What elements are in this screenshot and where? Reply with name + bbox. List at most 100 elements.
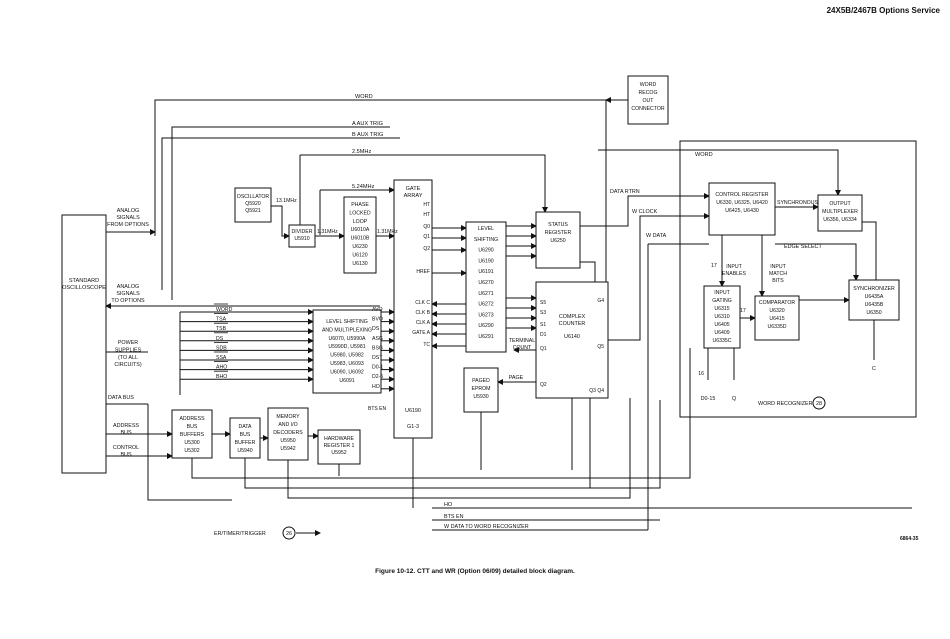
mux-output-label: AVO — [372, 307, 383, 313]
ctrl-bus-label-line: CONTROL — [113, 445, 139, 451]
word-recog-out-label-line: RECOG — [638, 90, 657, 96]
synchronizer-label-line: U6435B — [865, 302, 884, 308]
pll-label-line: U6130 — [352, 261, 367, 267]
edge-select-label: EDGE SELECT — [784, 244, 822, 250]
input-enables-label-line: ENABLES — [722, 271, 746, 277]
a-aux-trig-line — [171, 126, 390, 300]
input-gating-label-line: U6315 — [714, 306, 729, 312]
mux-output-label: D0-1 — [372, 365, 383, 371]
w-clock-label: W CLOCK — [632, 209, 658, 215]
gate-array-block — [393, 179, 433, 439]
gate-array-pin: HT — [423, 212, 430, 218]
oscillator-label-line: Q5920 — [245, 201, 261, 207]
level-mux-label-line: U6091 — [339, 378, 354, 384]
comparator-label-line: U6415 — [769, 316, 784, 322]
data-buf-label-line: U5940 — [237, 448, 252, 454]
scope-label-line: OSCILLOSCOPE — [62, 285, 106, 291]
counter-pin: S1 — [540, 322, 546, 328]
control-register-block — [708, 182, 776, 236]
a-aux-trig-label: A AUX TRIG — [352, 121, 383, 127]
analog-to-label-line: ANALOG — [117, 284, 139, 290]
word-line — [154, 99, 606, 236]
figure-code: 6864-35 — [900, 536, 919, 542]
gate-array-bottom: G1-3 — [407, 424, 419, 430]
addr-buf-label-line: BUS — [187, 424, 198, 430]
analog-from-label-line: FROM OPTIONS — [107, 222, 149, 228]
pll-label-line: U6010A — [351, 227, 370, 233]
mux-output-label: BVO — [372, 317, 383, 323]
analog-from-label-line: ANALOG — [117, 208, 139, 214]
data-bus-label: DATA BUS — [108, 395, 134, 401]
word-wr-label: WORD — [695, 152, 713, 158]
n17b: 17 — [740, 308, 746, 314]
memory-io-decoders-block — [267, 407, 309, 461]
word-top-label: WORD — [355, 94, 373, 100]
comparator-block — [754, 295, 800, 341]
analog-from-label-line: SIGNALS — [116, 215, 140, 221]
level-shifting-label-line: U6291 — [478, 334, 493, 340]
synchronous-label: SYNCHRONOUS — [777, 200, 818, 206]
mux-input-label: TSB — [216, 326, 227, 332]
page-label: PAGE — [509, 375, 524, 381]
word-recog-out-label-line: WORD — [640, 82, 657, 88]
gate-array-pin: Q2 — [423, 246, 430, 252]
addr-buf-label-line: U5300 — [184, 440, 199, 446]
q-label: Q — [732, 396, 736, 402]
gate-array-pin: CLK B — [416, 310, 431, 316]
gate-array-pin: CLK A — [416, 320, 431, 326]
mux-input-label: DS — [216, 336, 224, 342]
paged-eprom-block — [463, 367, 499, 413]
word-recognizer-ref: 28 — [816, 401, 822, 407]
oscillator-label-line: Q5921 — [245, 208, 261, 214]
synchronizer-label-line: U6435A — [865, 294, 884, 300]
input-gating-label-line: U6335C — [712, 338, 731, 344]
comparator-label-line: U6335D — [767, 324, 786, 330]
input-gating-label-line: U6310 — [714, 314, 729, 320]
gate-array-pin: HREF — [416, 269, 430, 275]
addr-bus-label-line: ADDRESS — [113, 423, 139, 429]
w-clock-line — [608, 213, 710, 341]
pll-label-line: LOCKED — [349, 210, 371, 216]
addr-buf-label-line: BUFFERS — [180, 432, 205, 438]
n17a: 17 — [711, 263, 717, 269]
level-mux-label-line: U5990D, U5981 — [328, 344, 365, 350]
word-recognizer-outline — [679, 140, 917, 418]
level-shifting-label-line: U6290 — [478, 248, 493, 254]
status-register-label-line: REGISTER — [545, 230, 572, 236]
b-aux-trig-label: B AUX TRIG — [352, 132, 383, 138]
output-multiplexer-block — [817, 194, 863, 232]
counter-pin: Q2 — [540, 382, 547, 388]
level-mux-label-line: U5980, U5982 — [330, 353, 364, 359]
f131-label-a: 1.31MHz — [317, 229, 338, 235]
complex-counter-block — [535, 281, 609, 399]
edge-select-line — [775, 243, 859, 281]
data-rtrn-label: DATA RTRN — [610, 189, 640, 195]
input-gating-label-line: INPUT — [714, 290, 730, 296]
eprom-label-line: PAGED — [472, 378, 490, 384]
mux-output-label: BSG — [372, 345, 383, 351]
status-register-label-line: U6250 — [550, 238, 565, 244]
pll-label-line: PHASE — [351, 202, 369, 208]
mux-output-label: ASG — [372, 336, 383, 342]
f25-line — [300, 154, 548, 213]
ctrl-bus-label-line: BUS — [120, 452, 131, 458]
mux-to-sync — [862, 221, 877, 280]
data-buf-label-line: BUFFER — [235, 440, 256, 446]
scope-label-line: STANDARD — [69, 278, 99, 284]
synchronizer-block — [848, 279, 900, 321]
gate-array-label-line: GATE — [406, 186, 421, 192]
address-bus-buffers-block — [171, 409, 213, 459]
divider-block — [288, 224, 316, 248]
gate-array-ref: U6190 — [405, 408, 421, 414]
level-shifting-label-line: U6191 — [478, 269, 493, 275]
mem-io-label-line: U5950 — [280, 438, 295, 444]
mux-output-label: DST — [372, 355, 383, 361]
level-shifting-label-line: U6271 — [478, 291, 493, 297]
counter-pin: S3 — [540, 310, 546, 316]
input-gating-label-line: GATING — [712, 298, 732, 304]
word-recognizer-ref-circle — [812, 396, 826, 410]
synchronizer-label-line: U6350 — [866, 310, 881, 316]
w-data-bus-label: W DATA TO WORD RECOGNIZER — [444, 524, 529, 530]
er-timer-ref: 26 — [286, 531, 292, 537]
